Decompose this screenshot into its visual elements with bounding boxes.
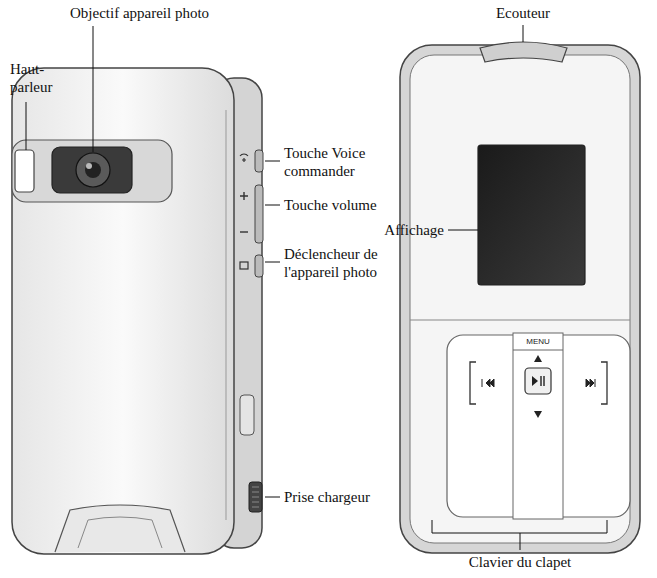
earpiece — [480, 42, 567, 62]
keypad-bracket — [432, 520, 607, 550]
charger-socket — [249, 482, 262, 512]
keypad-center-column — [513, 333, 563, 519]
key-label: MENU — [526, 338, 550, 346]
speaker — [15, 150, 34, 192]
part-label: Clavier du clapet — [469, 553, 571, 571]
phone-front-view — [400, 42, 640, 553]
down-arrow — [534, 411, 542, 418]
right-key-bracket — [601, 362, 607, 404]
camera-icon — [240, 262, 248, 269]
side-slot — [240, 395, 254, 435]
previous-icon — [482, 379, 494, 387]
camera-lens — [76, 153, 110, 187]
next-icon — [586, 379, 595, 387]
part-label: Touche Voice commander — [284, 144, 392, 180]
hinge — [55, 505, 185, 552]
left-key-bracket — [470, 362, 476, 404]
up-arrow — [534, 355, 542, 362]
voice-button — [255, 150, 263, 172]
minus-icon — [240, 231, 248, 232]
part-label: Objectif appareil photo — [70, 4, 209, 22]
volume-button — [255, 185, 263, 243]
display-screen — [478, 145, 585, 285]
voice-icon — [240, 154, 248, 162]
part-label: Touche volume — [284, 196, 377, 214]
part-label: Haut- parleur — [10, 60, 62, 96]
part-label: Prise chargeur — [284, 488, 370, 506]
shutter-button — [255, 255, 263, 277]
camera-lens-housing — [52, 147, 132, 193]
part-label: Affichage — [384, 221, 444, 239]
part-label: Déclencheur de l'appareil photo — [284, 245, 402, 281]
phone-back-view — [12, 68, 263, 554]
part-label: Ecouteur — [496, 4, 550, 22]
leader-lines — [26, 25, 607, 550]
plus-icon — [240, 192, 248, 200]
camera-band — [12, 140, 172, 202]
play-pause-button — [525, 368, 551, 394]
slider-seam — [410, 319, 630, 320]
